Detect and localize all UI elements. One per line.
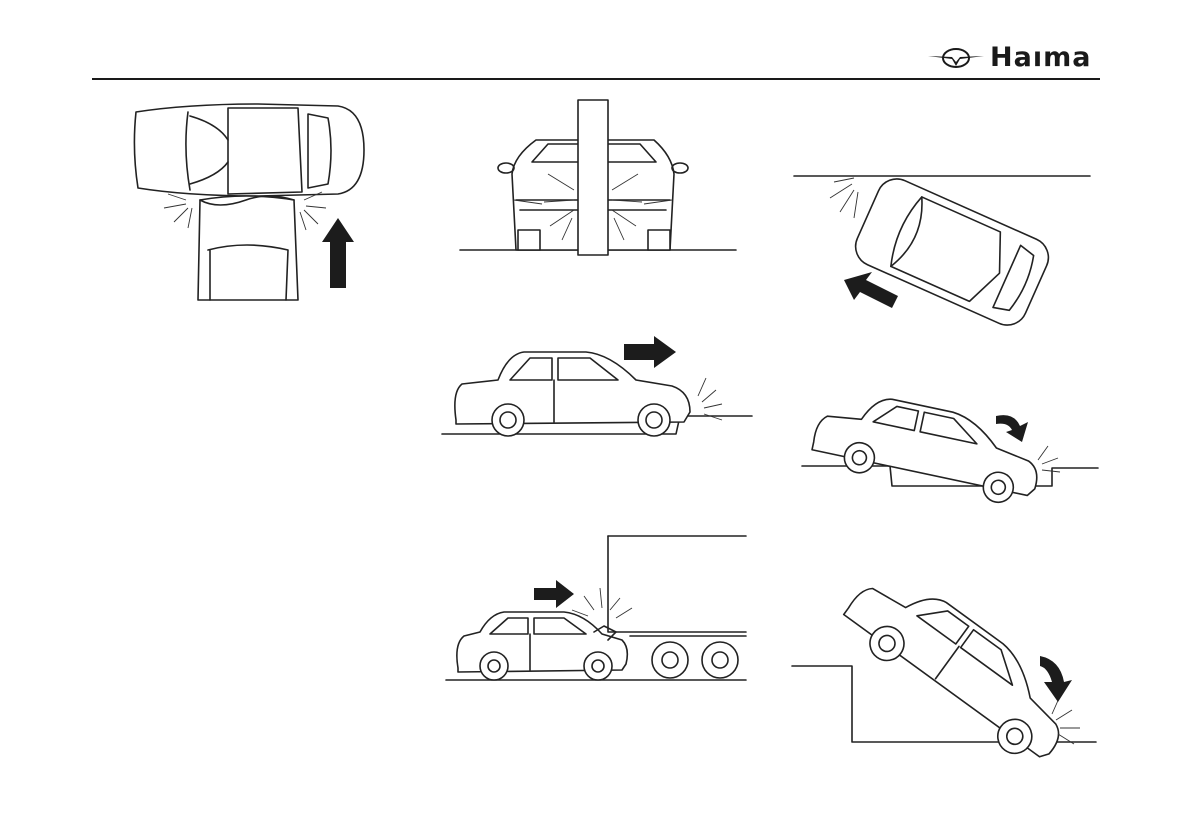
pole-collision-illustration	[458, 100, 738, 255]
car-step-drop-icon	[800, 396, 1100, 492]
brand-wordmark: Haıma	[990, 44, 1091, 72]
header-rule	[92, 78, 1100, 80]
top-view-collision-illustration	[128, 100, 388, 305]
ledge-drop-collision-illustration	[790, 560, 1100, 746]
haima-bird-emblem-icon	[926, 40, 986, 76]
car-pole-crash-icon	[458, 100, 738, 255]
step-drop-collision-illustration	[800, 396, 1100, 492]
car-top-view-crash-icon	[128, 100, 388, 305]
truck-underride-illustration	[444, 536, 754, 684]
car-truck-underride-icon	[444, 536, 754, 684]
car-curb-crash-icon	[440, 336, 760, 436]
car-ledge-drop-icon	[790, 560, 1100, 746]
curb-collision-illustration	[440, 336, 760, 436]
car-angle-wall-crash-icon	[792, 170, 1092, 330]
angled-wall-collision-illustration	[792, 170, 1092, 330]
